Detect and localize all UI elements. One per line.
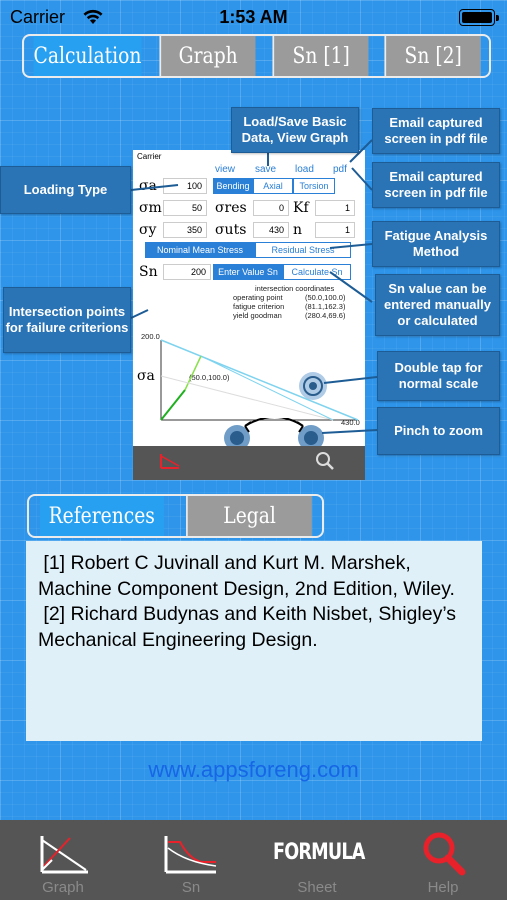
double-tap-gesture-icon: [299, 372, 327, 400]
tab-calculation-label: Calculation: [33, 43, 142, 69]
preview-sn-value: 200: [163, 264, 211, 280]
preview-coord-value: (81.1,162.3): [305, 302, 346, 311]
formula-sheet-icon: FORMULA: [273, 840, 365, 865]
tab-sn-2[interactable]: Sn [2]: [384, 36, 481, 76]
tab-graph-label: Graph: [178, 43, 238, 69]
search-icon: [423, 832, 466, 876]
clock: 1:53 AM: [219, 7, 288, 27]
tabbar-sheet[interactable]: FORMULA Sheet: [262, 820, 372, 900]
tab-references[interactable]: References: [39, 496, 164, 536]
callout-loading-type: Loading Type: [0, 166, 131, 214]
preview-graph-icon: [160, 454, 180, 469]
preview-sigma-res: σres: [215, 200, 247, 216]
graph-icon: [40, 836, 88, 874]
preview-kf: Kf: [293, 200, 309, 216]
preview-coord-label: operating point: [233, 293, 283, 302]
preview-sm-value: 50: [163, 200, 207, 216]
info-segmented-control: References Legal: [27, 494, 324, 538]
tabbar-sn-label: Sn: [181, 879, 201, 896]
preview-sigma-a: σa: [139, 178, 157, 194]
app-preview-screenshot: Carrier view save load pdf σa 100 Bendin…: [133, 150, 365, 451]
tabbar-help-label: Help: [427, 879, 459, 896]
preview-menu-view: view: [215, 164, 236, 175]
carrier-label: Carrier: [10, 7, 66, 27]
tab-sn-2-label: Sn [2]: [404, 43, 463, 69]
preview-sigma-y: σy: [139, 222, 157, 238]
preview-tabbar: [133, 446, 365, 480]
preview-calculate-sn-button: Calculate Sn: [283, 264, 351, 280]
tab-sn-1[interactable]: Sn [1]: [272, 36, 368, 76]
preview-menu-pdf: pdf: [333, 164, 347, 175]
top-segmented-control: Calculation Graph Sn [1] Sn [2]: [22, 34, 491, 78]
tabbar-sn[interactable]: Sn: [136, 820, 246, 900]
preview-enter-sn-button: Enter Value Sn: [213, 264, 283, 280]
tabbar-graph[interactable]: Graph: [8, 820, 118, 900]
reference-item: [2] Richard Budynas and Keith Nisbet, Sh…: [38, 603, 462, 651]
preview-coord-value: (280.4,69.6): [305, 311, 346, 320]
sn-curve-icon: [164, 836, 217, 874]
preview-search-icon: [316, 452, 334, 470]
tab-references-label: References: [48, 503, 155, 529]
tab-sn-1-label: Sn [1]: [292, 43, 350, 69]
tabbar-graph-label: Graph: [42, 879, 84, 896]
preview-torsion-button: Torsion: [293, 178, 335, 194]
preview-coord-label: yield goodman: [233, 311, 282, 320]
preview-kf-value: 1: [315, 200, 355, 216]
preview-nominal-mean-stress-button: Nominal Mean Stress: [145, 242, 255, 258]
preview-coord-value: (50.0,100.0): [305, 293, 346, 302]
preview-coords-header: intersection coordinates: [255, 284, 335, 293]
callout-double-tap: Double tap for normal scale: [377, 351, 500, 401]
preview-suts-value: 430: [253, 222, 289, 238]
preview-sres-value: 0: [253, 200, 289, 216]
tabbar-sheet-label: Sheet: [297, 879, 337, 896]
callout-fatigue-method: Fatigue Analysis Method: [372, 221, 500, 267]
tab-legal[interactable]: Legal: [185, 496, 311, 536]
tab-bar: Graph Sn FORMULA Sheet Help: [0, 820, 507, 900]
website-link[interactable]: www.appsforeng.com: [148, 757, 359, 782]
preview-bending-button: Bending: [213, 178, 253, 194]
preview-sigma-uts: σuts: [215, 222, 247, 238]
preview-carrier: Carrier: [137, 152, 162, 161]
preview-axial-button: Axial: [253, 178, 293, 194]
preview-sy-value: 350: [163, 222, 207, 238]
pinch-gesture-icon: [224, 418, 324, 451]
preview-menu-load: load: [295, 164, 314, 175]
preview-menu-save: save: [255, 164, 277, 175]
preview-graph-sigma-a: σa: [137, 368, 155, 384]
tabbar-help[interactable]: Help: [388, 820, 498, 900]
tab-legal-label: Legal: [222, 503, 276, 529]
tab-calculation[interactable]: Calculation: [33, 36, 142, 76]
preview-n-value: 1: [315, 222, 355, 238]
callout-sn-value: Sn value can be entered manually or calc…: [375, 274, 500, 336]
preview-sigma-m: σm: [139, 200, 162, 216]
tab-graph[interactable]: Graph: [159, 36, 256, 76]
wifi-icon: [83, 9, 103, 24]
battery-icon: [459, 9, 499, 26]
references-text-box[interactable]: [1] Robert C Juvinall and Kurt M. Marshe…: [26, 541, 482, 741]
callout-intersection: Intersection points for failure criterio…: [3, 287, 131, 353]
callout-load-save: Load/Save Basic Data, View Graph: [231, 107, 359, 153]
preview-n: n: [293, 222, 303, 238]
preview-graph-y-max: 200.0: [141, 332, 160, 341]
callout-pinch-zoom: Pinch to zoom: [377, 407, 500, 455]
preview-graph-point-label: (50.0,100.0): [189, 373, 230, 382]
preview-sn-label: Sn: [139, 264, 158, 280]
callout-email-pdf-2: Email captured screen in pdf file: [372, 162, 500, 208]
preview-residual-stress-button: Residual Stress: [255, 242, 351, 258]
status-bar: Carrier 1:53 AM: [0, 0, 507, 36]
preview-coord-label: fatigue criterion: [233, 302, 285, 311]
reference-item: [1] Robert C Juvinall and Kurt M. Marshe…: [38, 552, 455, 600]
preview-graph-x-max: 430.0: [341, 418, 360, 427]
callout-email-pdf-1: Email captured screen in pdf file: [372, 108, 500, 154]
